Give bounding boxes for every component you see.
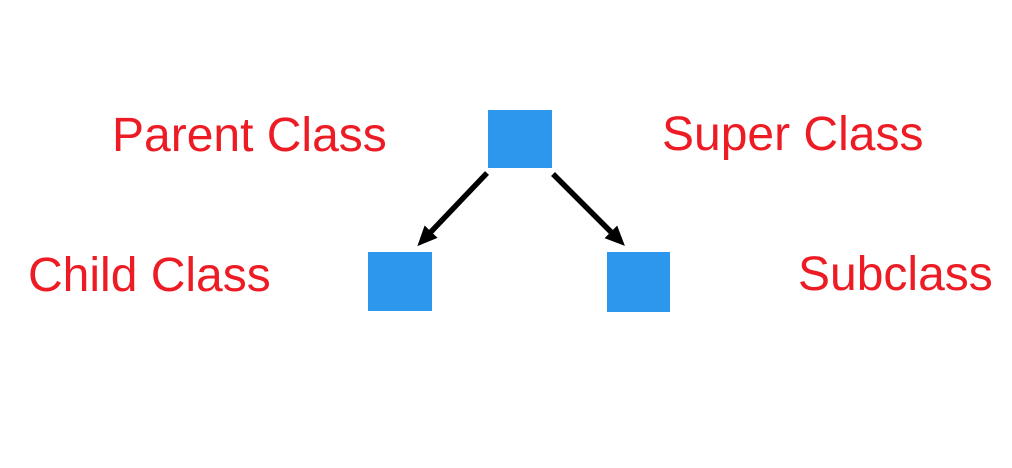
label-super-class: Super Class	[662, 108, 924, 161]
child-class-node-right	[607, 252, 670, 312]
inheritance-arrow-right	[551, 172, 625, 246]
inheritance-arrow-left	[417, 171, 489, 247]
label-subclass: Subclass	[798, 248, 993, 301]
label-parent-class: Parent Class	[112, 109, 387, 162]
label-child-class: Child Class	[28, 249, 271, 302]
parent-class-node	[488, 110, 552, 168]
child-class-node-left	[368, 252, 432, 311]
